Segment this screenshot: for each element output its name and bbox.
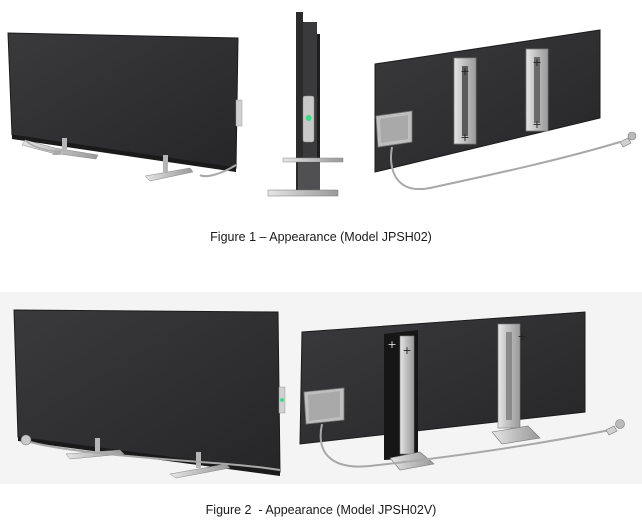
indicator-led: [305, 115, 312, 121]
svg-text:+: +: [387, 338, 396, 351]
heater-rear-view: + + +: [299, 311, 625, 471]
power-cable: [390, 141, 621, 191]
figure-1-caption: Figure 1 – Appearance (Model JPSH02): [210, 230, 432, 244]
heater-side-view: [267, 12, 344, 197]
wall-bracket-right: + +: [525, 48, 549, 132]
figure-2-illustrations: + + +: [13, 309, 625, 479]
figure-1-illustrations: + + + +: [7, 12, 637, 197]
indicator-led: [280, 398, 284, 402]
wall-bracket-left: + +: [453, 57, 477, 145]
svg-text:+: +: [402, 344, 411, 357]
svg-text:+: +: [517, 330, 526, 343]
wall-bracket-right: +: [491, 323, 541, 445]
wall-bracket-left: + +: [384, 330, 435, 471]
power-plug: [20, 434, 32, 446]
svg-text:+: +: [460, 131, 469, 144]
power-plug: [619, 137, 632, 148]
figure-2-caption: Figure 2 - Appearance (Model JPSH02V): [205, 503, 437, 517]
svg-text:+: +: [532, 56, 541, 69]
power-cable: [199, 164, 237, 178]
power-cable: [319, 423, 611, 468]
control-box: [303, 387, 345, 425]
power-cable: [29, 441, 281, 471]
svg-text:+: +: [460, 65, 469, 78]
control-box: [375, 110, 413, 148]
power-plug: [605, 425, 618, 436]
heater-feet: [21, 138, 194, 182]
heater-front-view: [7, 32, 243, 182]
heater-rear-view: + + + +: [374, 29, 637, 191]
svg-text:+: +: [532, 118, 541, 131]
heater-front-view: [13, 309, 286, 479]
heater-feet: [65, 438, 231, 479]
